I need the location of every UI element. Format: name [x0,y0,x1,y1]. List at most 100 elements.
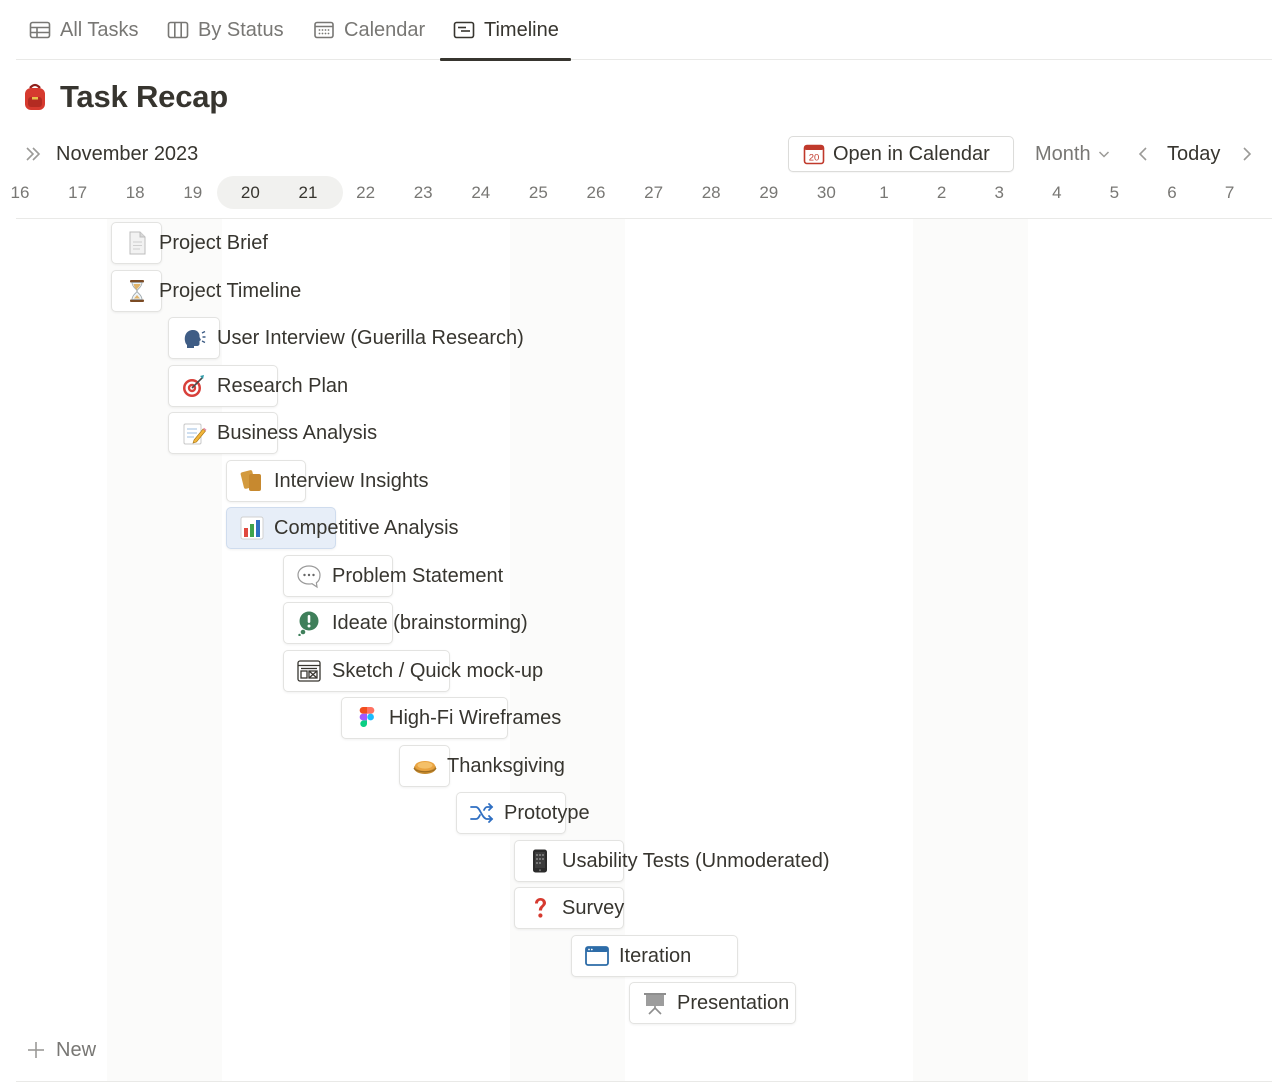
document-icon [124,230,150,256]
figma-icon [354,705,380,731]
tab-label: Calendar [344,18,426,41]
task-label: Sketch / Quick mock-up [332,659,544,682]
day-label: 24 [471,183,491,202]
shuffle-icon [469,800,495,826]
page-title: Task Recap [60,79,229,114]
day-label: 6 [1167,183,1177,202]
day-label: 25 [528,183,548,202]
day-label: 7 [1224,183,1235,202]
new-task-button[interactable]: New [26,1036,96,1064]
new-label: New [56,1038,97,1061]
scale-label: Month [1035,142,1091,165]
question-icon [527,895,553,921]
day-label: 28 [701,183,721,202]
hourglass-icon [124,278,150,304]
speech-bubble-icon [296,563,322,589]
day-label: 2 [936,183,947,202]
open-in-calendar-label: Open in Calendar [833,142,990,165]
day-label: 30 [816,183,836,202]
pie-icon [412,753,438,779]
timeline-bar[interactable] [514,839,624,882]
today-button[interactable]: Today [1167,143,1221,165]
calendar-date-icon: 20 [803,144,825,165]
task-label: Presentation [677,992,790,1014]
task-label: Iteration [619,944,692,967]
tab-by-status[interactable]: By Status [166,0,284,60]
timeline-bar[interactable] [283,649,450,692]
tab-label: By Status [198,18,284,41]
target-icon [181,373,207,399]
task-label: Thanksgiving [447,754,565,777]
timeline-icon [453,21,475,39]
presentation-icon [642,990,668,1016]
table-icon [29,21,51,39]
plus-icon [28,1042,44,1058]
scale-select[interactable]: Month [1035,139,1111,169]
divider [16,1081,1272,1082]
task-label: Competitive Analysis [274,517,459,539]
tab-label: Timeline [484,18,559,41]
timeline-bar[interactable] [514,887,624,929]
timeline-bar[interactable] [226,459,306,502]
task-label: High-Fi Wireframes [389,707,562,729]
chevron-right-icon[interactable] [1238,144,1256,164]
calendar-icon [314,21,334,39]
task-label: Survey [562,897,625,919]
task-label: Business Analysis [217,422,378,444]
tab-label: All Tasks [60,18,139,41]
month-label: November 2023 [56,142,199,165]
day-label: 23 [413,183,433,202]
day-label: 21 [298,183,318,202]
bar-chart-icon [239,515,265,541]
tab-calendar[interactable]: Calendar [312,0,425,60]
timeline-bar[interactable] [111,269,162,312]
task-label: Project Brief [159,232,268,254]
view-tabs: All Tasks By Status Calendar Timeline [16,0,1272,61]
today-highlight [217,176,343,209]
task-label: Ideate (brainstorming) [332,612,528,634]
day-label: 22 [356,183,376,202]
timeline-bar[interactable] [456,792,566,834]
day-label: 4 [1052,183,1062,202]
tab-all-tasks[interactable]: All Tasks [28,0,139,60]
chevron-down-icon [1098,151,1109,158]
open-in-calendar-button[interactable]: 20 Open in Calendar [788,136,1014,172]
double-chevron-right-icon[interactable] [22,143,44,165]
board-icon [167,21,189,39]
backpack-icon [25,83,45,110]
day-label: 19 [183,183,203,202]
day-label: 5 [1109,183,1120,202]
browser-window-icon [584,943,610,969]
tab-timeline[interactable]: Timeline [440,0,571,61]
phone-icon [527,848,553,874]
day-label: 18 [125,183,145,202]
day-label: 17 [68,183,88,202]
task-label: Interview Insights [274,469,429,492]
day-label: 1 [879,183,889,202]
task-label: User Interview (Guerilla Research) [217,327,524,349]
day-label: 26 [586,183,606,202]
timeline-toolbar: November 2023 [22,136,198,172]
task-label: Prototype [504,802,590,824]
page-header: Task Recap [22,76,228,118]
task-label: Usability Tests (Unmoderated) [562,849,830,872]
thought-bubble-icon [296,610,322,636]
cards-icon [239,468,265,494]
weekend-column [913,219,1028,1081]
memo-icon [181,420,207,446]
timeline-bar[interactable] [226,507,336,549]
day-label: 29 [759,183,779,202]
day-label: 16 [10,183,30,202]
weekend-column [107,219,222,1081]
divider [16,218,1272,219]
day-label: 27 [644,183,664,202]
chevron-left-icon[interactable] [1134,144,1152,164]
speaking-head-icon [181,325,207,351]
task-label: Project Timeline [159,279,302,302]
calendar-badge: 20 [809,153,820,164]
wireframe-icon [296,658,322,684]
day-label: 20 [240,183,260,202]
task-label: Problem Statement [332,564,504,587]
